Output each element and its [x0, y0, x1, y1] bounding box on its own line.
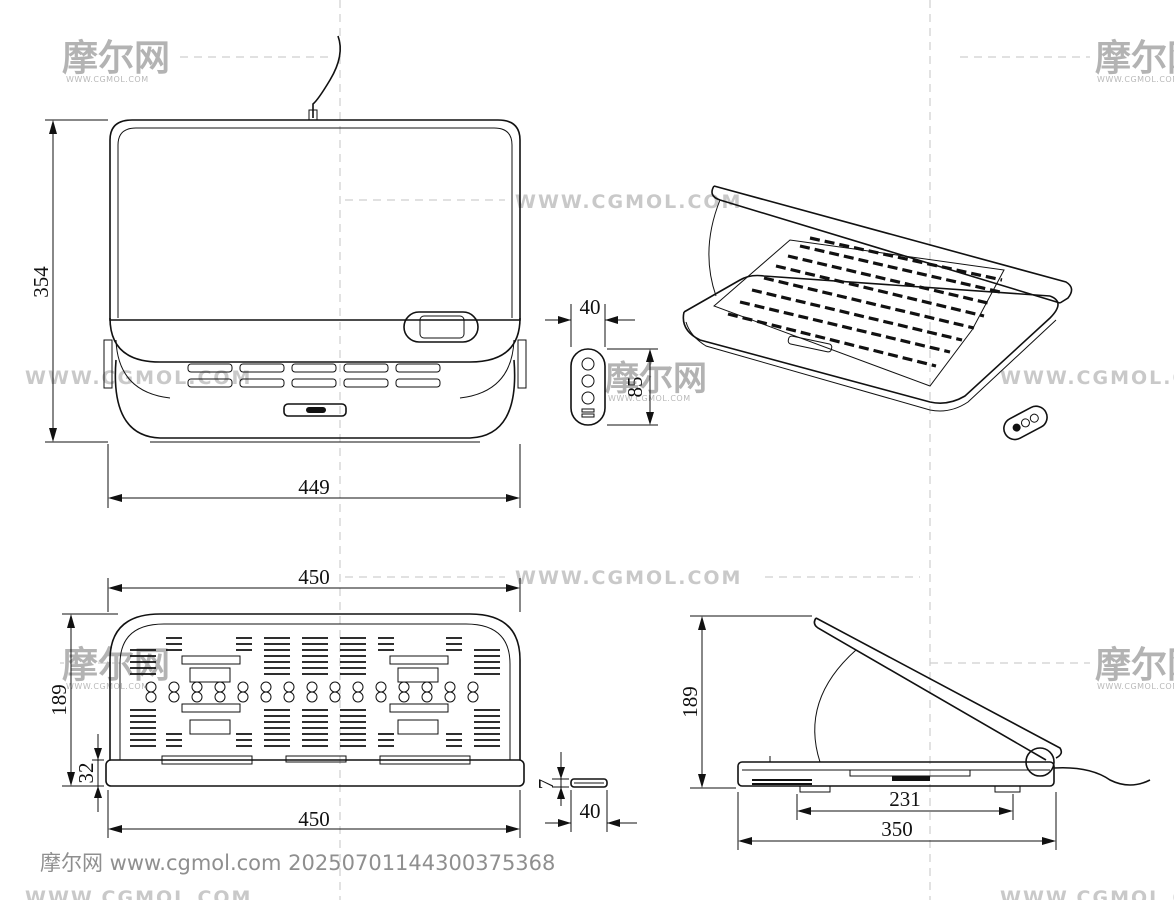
watermarks: 摩尔网 WWW.CGMOL.COM 摩尔网 WWW.CGMOL.COM 摩尔网 … — [25, 38, 1174, 905]
watermark-logo-sub: WWW.CGMOL.COM — [66, 682, 149, 691]
dim-front-height: 189 — [47, 613, 118, 787]
watermark-site: WWW.CGMOL.COM — [515, 191, 742, 213]
dim-top-width: 449 — [107, 444, 521, 508]
watermark-logo: 摩尔网 — [605, 359, 707, 399]
image-caption: 摩尔网 www.cgmol.com 20250701144300375368 — [40, 851, 556, 875]
watermark-logo: 摩尔网 — [62, 38, 170, 79]
dim-label-40-side: 40 — [580, 799, 601, 823]
dim-remote-side-width: 40 — [545, 790, 637, 832]
dim-label-450-top: 450 — [298, 565, 330, 589]
isometric-view — [682, 185, 1073, 441]
dim-label-449: 449 — [298, 475, 330, 499]
watermark-logo: 摩尔网 — [62, 645, 170, 686]
dim-label-85: 85 — [623, 377, 647, 398]
dim-label-450-bottom: 450 — [298, 807, 330, 831]
watermark-logo-sub: WWW.CGMOL.COM — [66, 75, 149, 84]
dim-remote-height: 85 — [607, 348, 658, 426]
dim-remote-width: 40 — [545, 295, 635, 347]
dim-label-189-side: 189 — [678, 686, 702, 718]
remote-front — [570, 348, 606, 426]
dim-label-189: 189 — [47, 684, 71, 716]
dim-side-height: 189 — [678, 615, 812, 789]
watermark-site: WWW.CGMOL.COM — [1000, 887, 1174, 900]
dim-front-width-bottom: 450 — [107, 790, 521, 838]
dim-top-height: 354 — [29, 119, 108, 443]
watermark-site: WWW.CGMOL.COM — [25, 887, 252, 900]
dim-front-width-top: 450 — [107, 565, 521, 612]
watermark-logo: 摩尔网 — [1095, 38, 1174, 79]
dim-remote-thickness: 7 — [534, 752, 569, 806]
watermark-site: WWW.CGMOL.COM — [515, 567, 742, 589]
side-view — [737, 617, 1151, 793]
watermark-logo-sub: WWW.CGMOL.COM — [1097, 682, 1174, 691]
dim-side-width: 350 — [737, 792, 1057, 850]
watermark-site: WWW.CGMOL.COM — [1000, 367, 1174, 389]
top-view — [103, 35, 527, 443]
watermark-logo: 摩尔网 — [1095, 645, 1174, 686]
dim-label-231: 231 — [889, 787, 921, 811]
dim-label-32: 32 — [74, 763, 98, 784]
dim-label-7: 7 — [534, 779, 558, 790]
front-view — [105, 613, 525, 787]
dim-label-350: 350 — [881, 817, 913, 841]
watermark-logo-sub: WWW.CGMOL.COM — [608, 394, 691, 403]
dim-front-base: 32 — [74, 734, 104, 812]
dim-side-inner: 231 — [796, 787, 1014, 820]
dim-label-40: 40 — [580, 295, 601, 319]
dim-label-354: 354 — [29, 266, 53, 298]
watermark-dash-lines — [60, 0, 1090, 900]
watermark-site: WWW.CGMOL.COM — [25, 367, 252, 389]
remote-side — [570, 778, 608, 788]
watermark-logo-sub: WWW.CGMOL.COM — [1097, 75, 1174, 84]
